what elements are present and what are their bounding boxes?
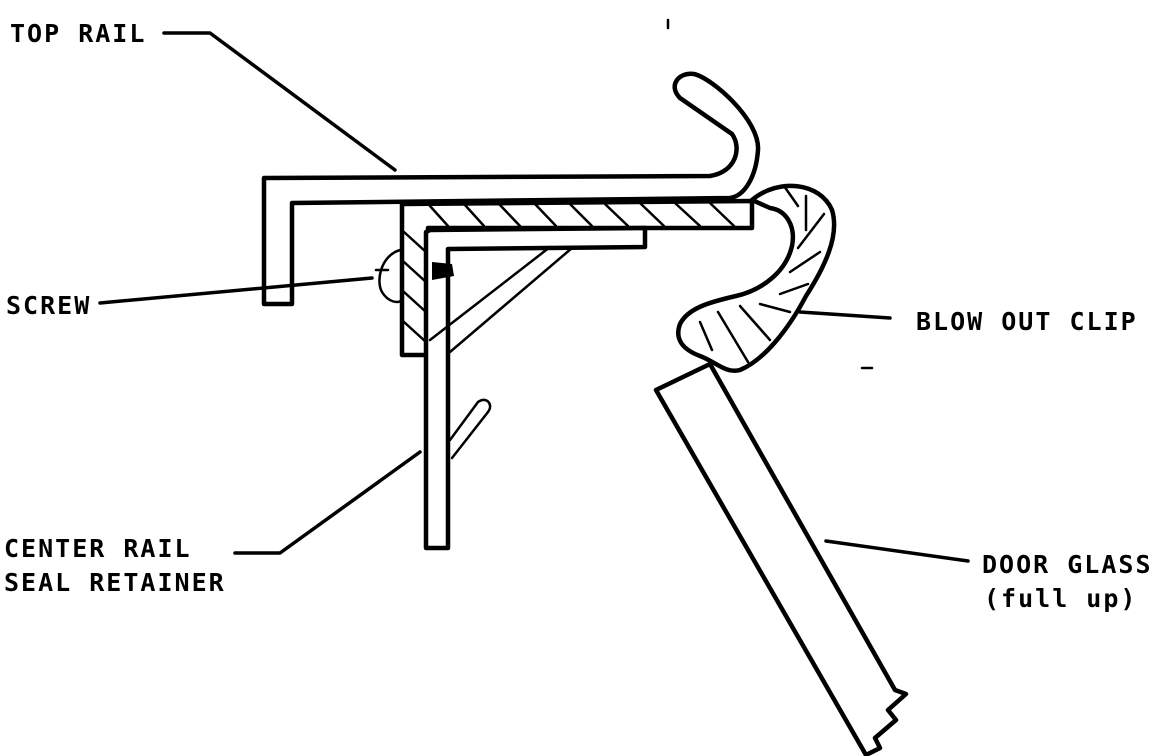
screw-leader: [98, 276, 374, 305]
seal-retainer-flange: [423, 225, 648, 551]
label-screw: SCREW: [6, 291, 91, 320]
center-rail-leader: [233, 450, 422, 555]
label-door-glass-line2: (full up): [984, 584, 1137, 613]
door-glass: [653, 361, 909, 756]
leader-lines: [98, 31, 970, 563]
blow-out-clip-leader: [798, 310, 892, 320]
label-center-rail-line1: CENTER RAIL: [4, 534, 192, 563]
door-glass-leader: [824, 539, 970, 563]
label-center-rail-line2: SEAL RETAINER: [4, 568, 226, 597]
top-rail: [261, 71, 761, 307]
top-rail-leader: [162, 31, 397, 172]
screw-head: [374, 248, 454, 304]
scan-specks: [666, 18, 874, 370]
label-top-rail: TOP RAIL: [10, 19, 146, 48]
label-blow-out-clip: BLOW OUT CLIP: [916, 307, 1138, 336]
blow-out-clip: [676, 183, 837, 374]
label-door-glass-line1: DOOR GLASS: [982, 550, 1152, 579]
